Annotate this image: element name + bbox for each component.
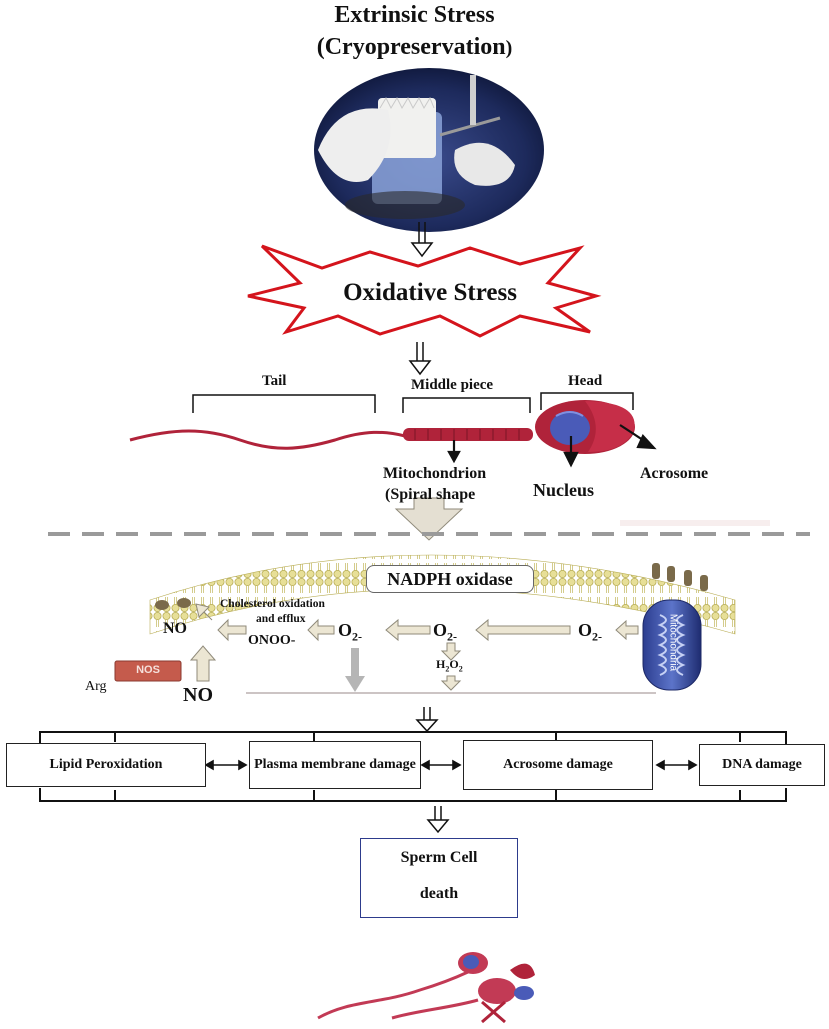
pointer-arrows <box>447 424 657 468</box>
oxidative-stress-burst <box>247 244 602 338</box>
o2-middle-sub: 2- <box>447 629 458 644</box>
head-bracket <box>540 392 634 410</box>
damage-top-bracket <box>39 731 787 745</box>
arg-label: Arg <box>85 679 107 694</box>
title-line-1: Extrinsic Stress <box>334 2 495 28</box>
acrosome-damage-box: Acrosome damage <box>463 740 653 790</box>
tail-label: Tail <box>262 373 287 389</box>
dead-sperm-illustration <box>317 952 535 1024</box>
mitochondria-label: Mitochondria <box>667 613 679 672</box>
lipid-peroxidation-box: Lipid Peroxidation <box>6 743 206 787</box>
nos-block <box>114 660 182 682</box>
h2o2-sub-b: 2 <box>458 664 463 674</box>
o2-right-sub: 2- <box>592 629 603 644</box>
h2o2-h: H <box>436 657 446 671</box>
middle-piece-label: Middle piece <box>411 377 494 393</box>
acrosome-cap <box>585 401 635 452</box>
plasma-membrane-damage-box: Plasma membrane damage <box>249 741 421 789</box>
sperm-middle-piece <box>403 428 533 441</box>
arrow-photo-to-burst <box>410 222 434 258</box>
h2o2-label: H2O2 <box>436 657 463 673</box>
o2-left-sub: 2- <box>352 629 363 644</box>
no-label-bottom: NO <box>183 684 213 706</box>
mitochondrion-label-line2: (Spiral shape <box>385 486 476 503</box>
arrow-burst-to-sperm <box>408 342 432 376</box>
sperm-tail <box>129 429 406 450</box>
sperm-cell-death-box: Sperm Cell death <box>360 838 518 918</box>
lipid-bilayer <box>149 554 736 635</box>
dna-damage-box: DNA damage <box>699 744 825 786</box>
o2-right-label: O2- <box>578 620 602 645</box>
o2-left-o: O <box>338 620 353 640</box>
onoo-label: ONOO- <box>248 633 296 648</box>
oxidative-stress-label: Oxidative Stress <box>343 279 517 306</box>
double-arrows <box>204 759 698 771</box>
head-label: Head <box>568 373 603 389</box>
acrosome-label: Acrosome <box>640 465 709 482</box>
cholesterol-label-line2: and efflux <box>256 613 306 625</box>
membrane-channels <box>155 563 708 610</box>
o2-right-o: O <box>578 620 593 640</box>
h2o2-o: O <box>449 657 459 671</box>
pathway-arrows <box>189 603 639 691</box>
middle-piece-bracket <box>402 397 531 413</box>
mitochondria-organelle <box>642 599 702 691</box>
o2-middle-o: O <box>433 620 448 640</box>
title-paren: ) <box>505 37 513 59</box>
separator-smudge <box>620 520 770 526</box>
arrow-to-damage <box>415 707 439 733</box>
cholesterol-label-line1: Cholesterol oxidation <box>220 598 325 610</box>
tail-bracket <box>192 394 376 413</box>
o2-left-label: O2- <box>338 620 362 645</box>
mitochondrion-label-line1: Mitochondrion <box>383 465 487 482</box>
nucleus-shape <box>550 411 590 445</box>
nos-label: NOS <box>136 664 160 676</box>
death-box-line1: Sperm Cell <box>400 849 478 866</box>
no-label-top: NO <box>163 620 187 637</box>
h2o2-sub-a: 2 <box>445 664 450 674</box>
death-box-line2: death <box>419 885 459 902</box>
o2-middle-label: O2- <box>433 620 457 645</box>
arrow-to-death <box>426 806 450 834</box>
cryo-photo <box>314 68 544 232</box>
title-line-2-text: (Cryopreservation <box>316 34 506 60</box>
nucleus-label: Nucleus <box>533 480 595 500</box>
damage-bottom-bracket <box>39 788 787 802</box>
funnel-arrow <box>394 497 464 541</box>
nadph-oxidase-box: NADPH oxidase <box>366 565 534 593</box>
sperm-cell <box>129 400 635 454</box>
grey-down-arrow <box>345 648 365 692</box>
title-line-2: (Cryopreservation) <box>0 34 829 61</box>
